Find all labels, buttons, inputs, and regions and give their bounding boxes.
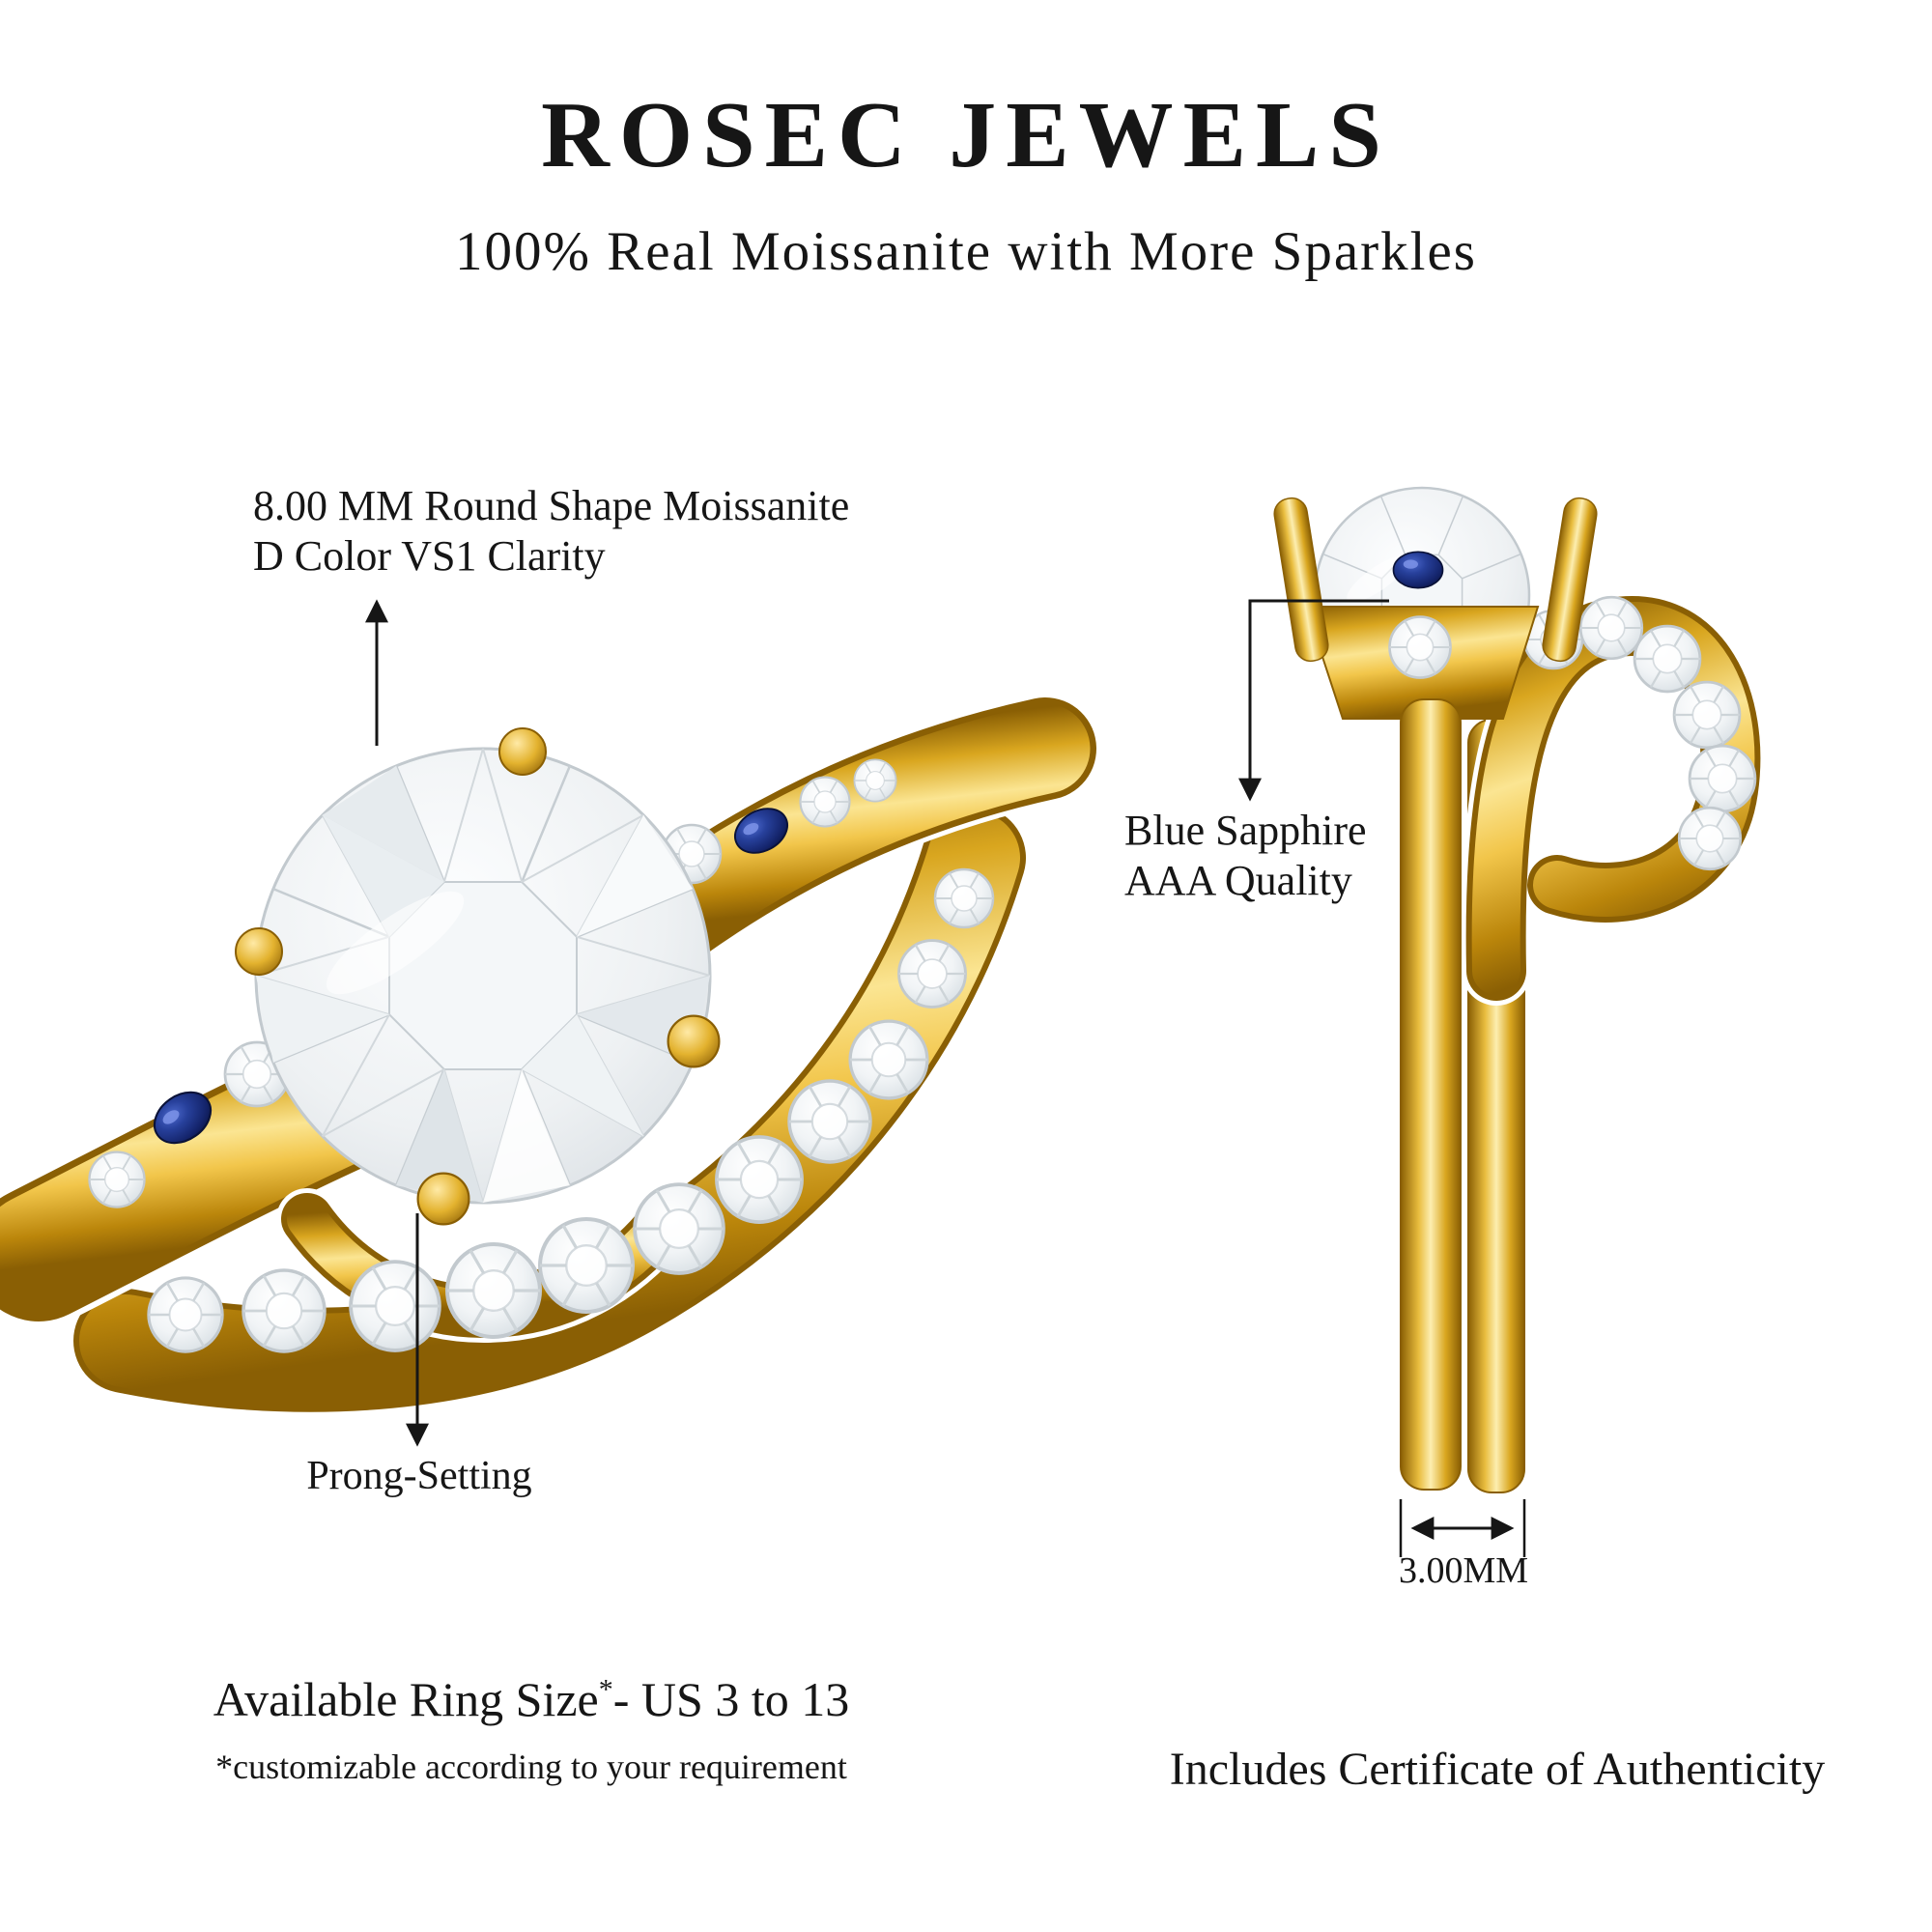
band-width-label: 3.00MM [1398,1550,1529,1591]
ring-size-info: Available Ring Size*- US 3 to 13 [106,1671,956,1727]
brand-title: ROSEC JEWELS [541,83,1391,187]
center-stone [254,747,712,1205]
stone-spec-line1: 8.00 MM Round Shape Moissanite [253,482,850,529]
dimension-ticks [1399,1499,1526,1557]
front-ring-illustration [0,693,1101,1412]
sapphire-line1: Blue Sapphire [1124,807,1367,854]
callout-arrows [365,599,1389,1447]
ring-size-value: - US 3 to 13 [612,1672,850,1726]
prong-setting-label: Prong-Setting [306,1454,532,1498]
sapphire-line2: AAA Quality [1124,857,1352,904]
customization-note: *customizable according to your requirem… [215,1747,847,1786]
brand-tagline: 100% Real Moissanite with More Sparkles [455,221,1477,282]
stone-spec-callout: 8.00 MM Round Shape Moissanite D Color V… [253,481,849,582]
certificate-note: Includes Certificate of Authenticity [1169,1744,1826,1795]
solitaire-shank [1400,698,1462,1491]
band-width-dimension [1399,1499,1526,1557]
ring-size-asterisk: * [598,1673,613,1706]
sapphire-callout-arrow [1238,599,1389,802]
side-view-prongs [1273,497,1598,663]
sapphire-callout: Blue Sapphire AAA Quality [1124,806,1367,906]
ring-shank-right [618,693,1101,970]
side-ring-illustration [1273,486,1766,1493]
stone-spec-line2: D Color VS1 Clarity [253,532,606,580]
ring-size-label: Available Ring Size [213,1672,599,1726]
